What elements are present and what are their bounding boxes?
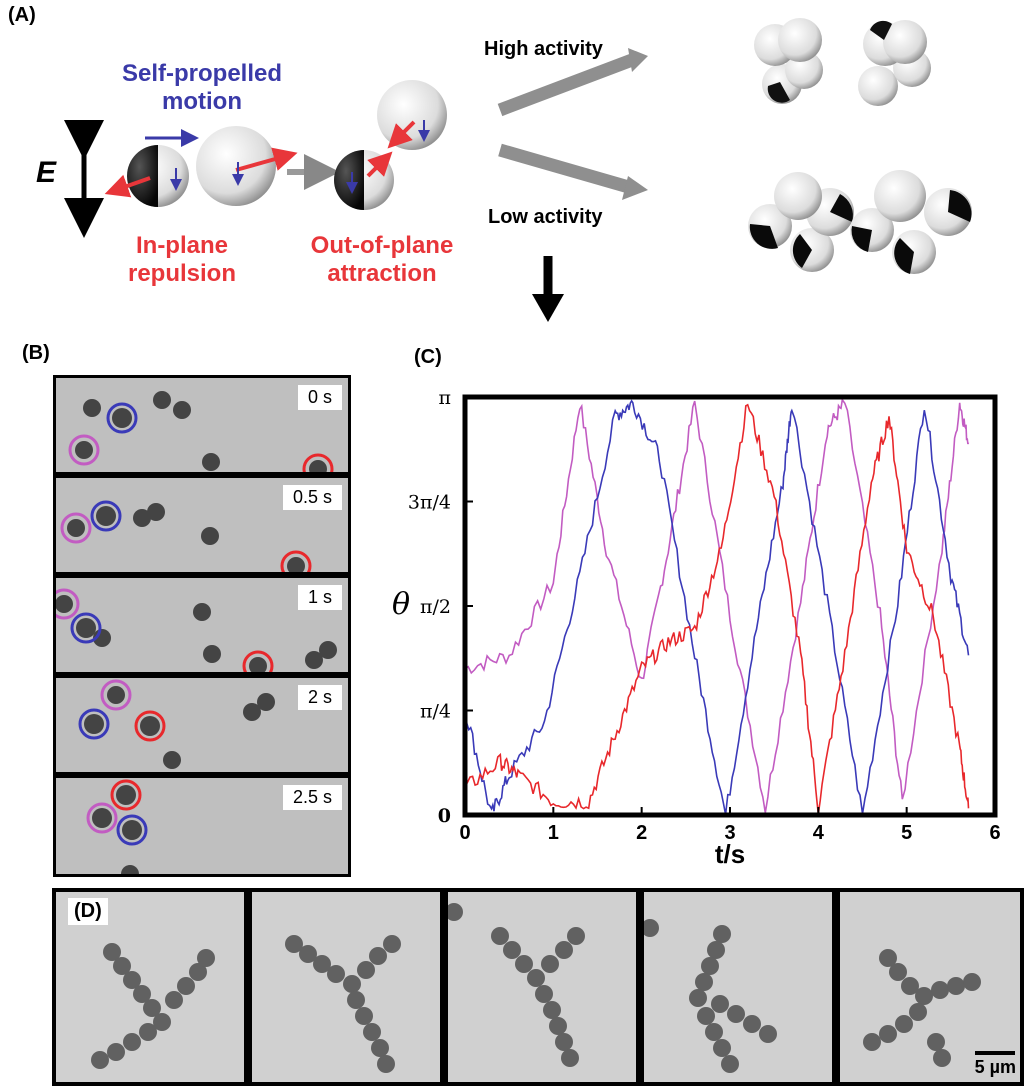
janus-particle <box>334 150 394 210</box>
scale-bar: 5 µm <box>975 1051 1016 1078</box>
x-tick-label: 6 <box>989 822 1000 844</box>
field-label: E <box>36 156 57 189</box>
frame-0-5s: 0.5 s <box>53 475 351 575</box>
cluster-high-2 <box>858 20 931 106</box>
cluster-image-3 <box>444 888 640 1086</box>
y-tick-label: 0 <box>438 805 451 827</box>
low-activity-label: Low activity <box>488 206 603 228</box>
cluster-image-4 <box>640 888 836 1086</box>
x-tick-label: 3 <box>724 822 735 844</box>
series-line-2 <box>464 403 970 815</box>
y-tick-label: 3π/4 <box>408 492 451 514</box>
janus-particle <box>127 145 189 207</box>
panel-a-schematic <box>64 18 972 322</box>
x-tick-label: 0 <box>459 822 470 844</box>
low-activity-arrow <box>498 143 634 195</box>
time-label: 1 s <box>297 585 342 610</box>
plot-frame <box>462 394 998 818</box>
cluster-image-2 <box>248 888 444 1086</box>
frame-1s: 1 s <box>53 575 351 675</box>
cluster-high-1 <box>754 18 823 104</box>
sphere <box>377 80 447 150</box>
time-label: 2 s <box>297 685 342 710</box>
cluster-low-1 <box>748 172 854 272</box>
y-tick-label: π/4 <box>420 701 451 723</box>
time-label: 0 s <box>297 385 342 410</box>
x-tick-label: 4 <box>813 822 825 844</box>
y-tick-label: π <box>439 387 452 409</box>
frame-2-5s: 2.5 s <box>53 775 351 877</box>
x-tick-label: 5 <box>901 822 912 844</box>
panel-label-d: (D) <box>68 898 108 925</box>
frame-2s: 2 s <box>53 675 351 775</box>
panel-label-b: (B) <box>22 342 50 364</box>
cluster-image-5: 5 µm <box>836 888 1024 1086</box>
cluster-image-1: (D) <box>52 888 248 1086</box>
time-label: 0.5 s <box>282 485 342 510</box>
y-axis-label: θ <box>392 587 410 622</box>
y-tick-label: π/2 <box>420 596 451 618</box>
sphere <box>196 126 276 206</box>
series-line-0 <box>464 397 970 813</box>
micrograph-sequence: 0 s 0.5 s 1 s <box>53 375 351 877</box>
x-tick-label: 1 <box>548 822 559 844</box>
frame-0s: 0 s <box>53 375 351 475</box>
x-axis-label: t/s <box>715 839 745 869</box>
panel-label-c: (C) <box>414 346 442 368</box>
x-tick-label: 2 <box>636 822 647 844</box>
cluster-low-2 <box>850 170 972 274</box>
high-activity-arrow <box>497 53 635 117</box>
theta-chart: 0 1 2 3 4 5 6 0 π/4 π/2 3π/4 π t/s θ <box>392 387 1001 869</box>
high-activity-label: High activity <box>484 38 603 60</box>
panel-label-a: (A) <box>8 4 36 26</box>
time-label: 2.5 s <box>282 785 342 810</box>
